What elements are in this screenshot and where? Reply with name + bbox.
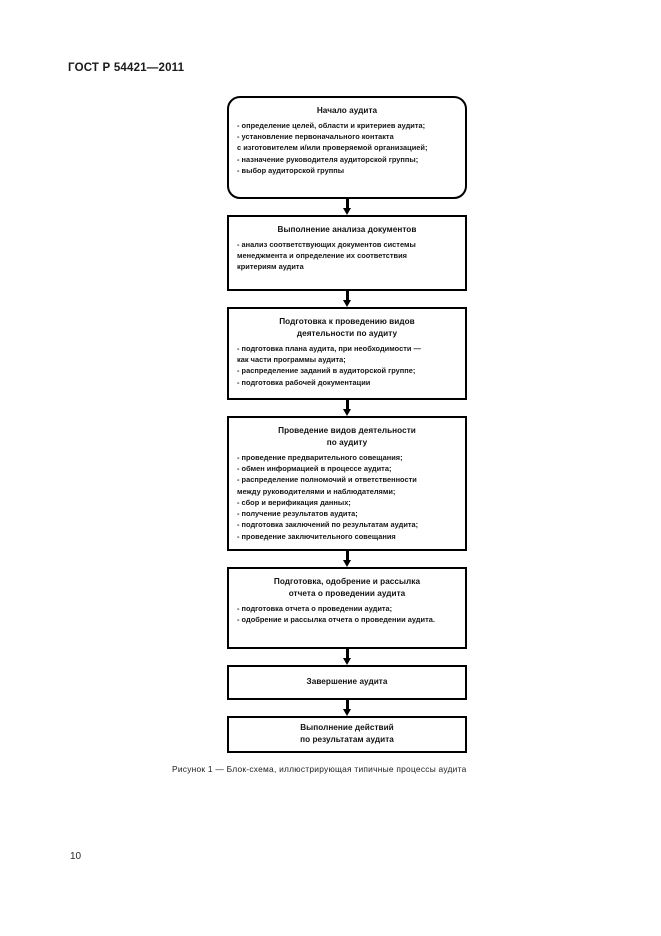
- body-line: между руководителями и наблюдателями;: [237, 486, 396, 496]
- body-line: - получение результатов аудита;: [237, 509, 358, 519]
- body-line: - подготовка отчета о проведении аудита;: [237, 603, 393, 613]
- body-line: критериям аудита: [237, 262, 304, 272]
- title-line: Проведение видов деятельности: [278, 426, 416, 435]
- flow-node-preparation-body: - подготовка плана аудита, при необходим…: [237, 343, 457, 388]
- flow-arrow-down-icon: [227, 700, 467, 716]
- arrow-stem: [345, 700, 349, 711]
- arrow-stem: [345, 649, 349, 660]
- arrow-stem: [345, 291, 349, 302]
- title-line: Подготовка к проведению видов: [279, 317, 415, 326]
- flow-node-start-body: - определение целей, области и критериев…: [237, 120, 457, 176]
- flow-node-preparation: Подготовка к проведению видов деятельнос…: [227, 307, 467, 400]
- title-line: деятельности по аудиту: [296, 328, 398, 338]
- body-line: - одобрение и рассылка отчета о проведен…: [237, 615, 435, 625]
- flow-node-completion: Завершение аудита: [227, 665, 467, 700]
- body-line: - установление первоначального контакта: [237, 132, 394, 142]
- flow-node-start: Начало аудита - определение целей, облас…: [227, 96, 467, 199]
- flow-node-conducting-body: - проведение предварительного совещания;…: [237, 452, 457, 542]
- body-line: - сбор и верификация данных;: [237, 497, 351, 507]
- arrow-head: [342, 709, 351, 716]
- flow-arrow-down-icon: [227, 199, 467, 215]
- flow-arrow-down-icon: [227, 551, 467, 567]
- body-line: - распределение полномочий и ответственн…: [237, 475, 417, 485]
- flow-node-document-review-body: - анализ соответствующих документов сист…: [237, 239, 457, 273]
- body-line: - подготовка рабочей документации: [237, 377, 371, 387]
- flow-node-report-title: Подготовка, одобрение и рассылка отчета …: [237, 576, 457, 600]
- title-line: Выполнение действий: [300, 723, 394, 733]
- flow-node-report-body: - подготовка отчета о проведении аудита;…: [237, 603, 457, 626]
- title-line: Подготовка, одобрение и рассылка: [273, 577, 421, 586]
- arrow-head: [342, 208, 351, 215]
- flow-node-conducting-title: Проведение видов деятельности по аудиту: [237, 425, 457, 449]
- body-line: - подготовка заключений по результатам а…: [237, 520, 419, 530]
- body-line: - анализ соответствующих документов сист…: [237, 239, 416, 249]
- flow-node-follow-up-title: Выполнение действий по результатам аудит…: [300, 722, 394, 746]
- arrow-stem: [345, 551, 349, 562]
- flow-node-document-review: Выполнение анализа документов - анализ с…: [227, 215, 467, 291]
- flow-node-conducting: Проведение видов деятельности по аудиту …: [227, 416, 467, 551]
- arrow-stem: [345, 199, 349, 210]
- arrow-head: [342, 409, 351, 416]
- title-line: Выполнение анализа документов: [277, 225, 417, 234]
- arrow-stem: [345, 400, 349, 411]
- body-line: - назначение руководителя аудиторской гр…: [237, 154, 419, 164]
- flow-node-report: Подготовка, одобрение и рассылка отчета …: [227, 567, 467, 649]
- flow-node-preparation-title: Подготовка к проведению видов деятельнос…: [237, 316, 457, 340]
- standard-header: ГОСТ Р 54421—2011: [68, 62, 185, 74]
- title-line: отчета о проведении аудита: [288, 588, 406, 598]
- title-line: Начало аудита: [316, 106, 378, 115]
- page-number: 10: [70, 851, 82, 862]
- title-line: по результатам аудита: [300, 735, 394, 744]
- arrow-head: [342, 658, 351, 665]
- body-line: - определение целей, области и критериев…: [237, 120, 426, 130]
- body-line: с изготовителем и/или проверяемой органи…: [237, 143, 428, 153]
- flow-arrow-down-icon: [227, 649, 467, 665]
- body-line: - подготовка плана аудита, при необходим…: [237, 343, 421, 353]
- arrow-head: [342, 300, 351, 307]
- flow-arrow-down-icon: [227, 400, 467, 416]
- arrow-head: [342, 560, 351, 567]
- audit-process-flowchart: Начало аудита - определение целей, облас…: [227, 96, 467, 753]
- flow-node-document-review-title: Выполнение анализа документов: [237, 224, 457, 236]
- body-line: - обмен информацией в процессе аудита;: [237, 464, 392, 474]
- body-line: - выбор аудиторской группы: [237, 165, 345, 175]
- body-line: менеджмента и определение их соответстви…: [237, 251, 407, 261]
- title-line: Завершение аудита: [306, 677, 388, 687]
- body-line: - проведение заключительного совещания: [237, 531, 396, 541]
- body-line: - распределение заданий в аудиторской гр…: [237, 366, 416, 376]
- flow-node-completion-title: Завершение аудита: [307, 676, 388, 688]
- figure-caption: Рисунок 1 — Блок-схема, иллюстрирующая т…: [172, 764, 467, 774]
- title-line: по аудиту: [326, 437, 368, 447]
- flow-arrow-down-icon: [227, 291, 467, 307]
- flow-node-follow-up: Выполнение действий по результатам аудит…: [227, 716, 467, 753]
- body-line: как части программы аудита;: [237, 355, 346, 365]
- flow-node-start-title: Начало аудита: [237, 105, 457, 117]
- body-line: - проведение предварительного совещания;: [237, 452, 403, 462]
